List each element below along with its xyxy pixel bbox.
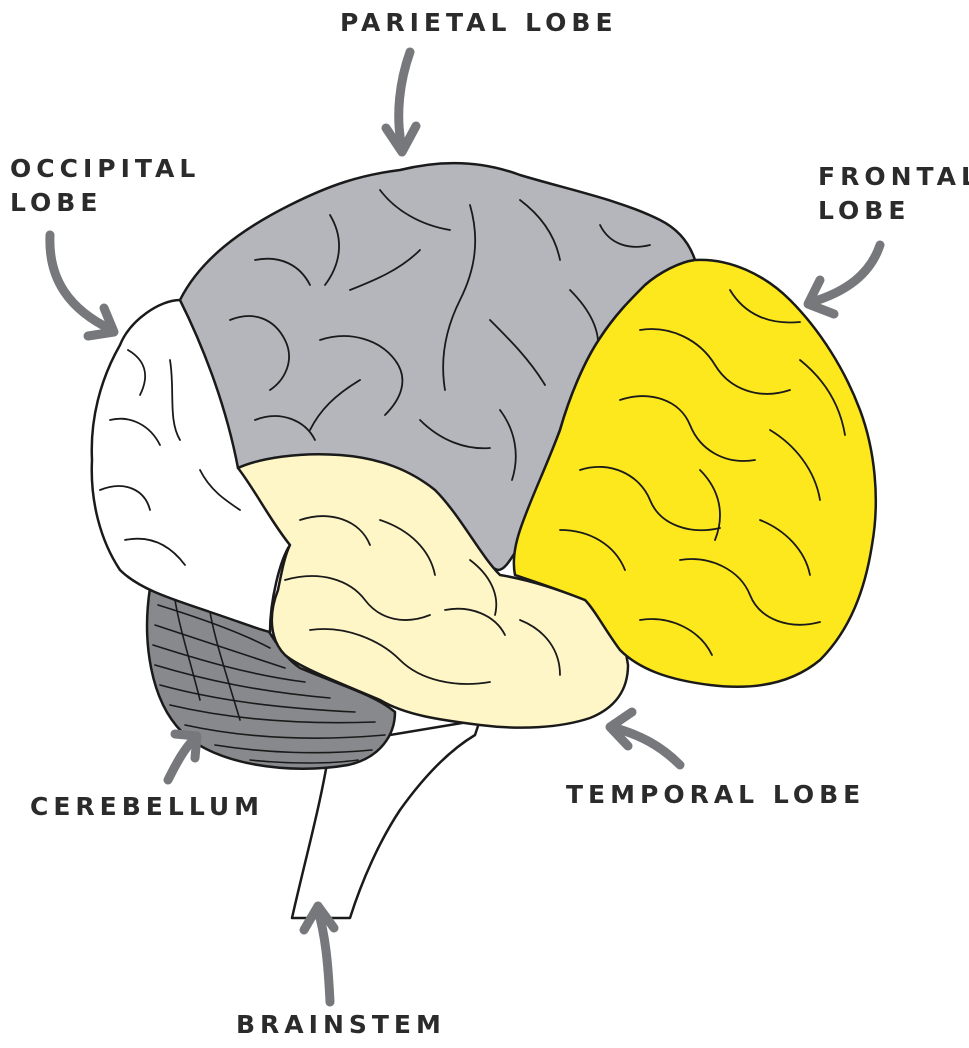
parietal-lobe-label-text: PARIETAL LOBE: [340, 6, 618, 40]
occipital-lobe-label-line1: OCCIPITAL: [10, 152, 200, 186]
temporal-arrow: [610, 712, 680, 765]
cerebellum-label: CEREBELLUM: [30, 790, 264, 824]
temporal-lobe-label: TEMPORAL LOBE: [566, 778, 865, 812]
brainstem-label-text: BRAINSTEM: [236, 1008, 446, 1042]
frontal-arrow: [808, 245, 880, 314]
frontal-lobe-label-line2: LOBE: [818, 194, 969, 228]
temporal-lobe-label-text: TEMPORAL LOBE: [566, 778, 865, 812]
cerebellum-label-text: CEREBELLUM: [30, 790, 264, 824]
parietal-lobe-label: PARIETAL LOBE: [340, 6, 618, 40]
occipital-lobe-label-line2: LOBE: [10, 186, 200, 220]
frontal-lobe-label-line1: FRONTAL: [818, 160, 969, 194]
cerebellum-arrow: [168, 734, 197, 780]
brainstem-arrow: [304, 906, 334, 1002]
frontal-lobe-label: FRONTAL LOBE: [818, 160, 969, 228]
parietal-arrow: [386, 52, 416, 152]
occipital-lobe-label: OCCIPITAL LOBE: [10, 152, 200, 220]
brainstem-label: BRAINSTEM: [236, 1008, 446, 1042]
occipital-arrow: [50, 235, 114, 336]
